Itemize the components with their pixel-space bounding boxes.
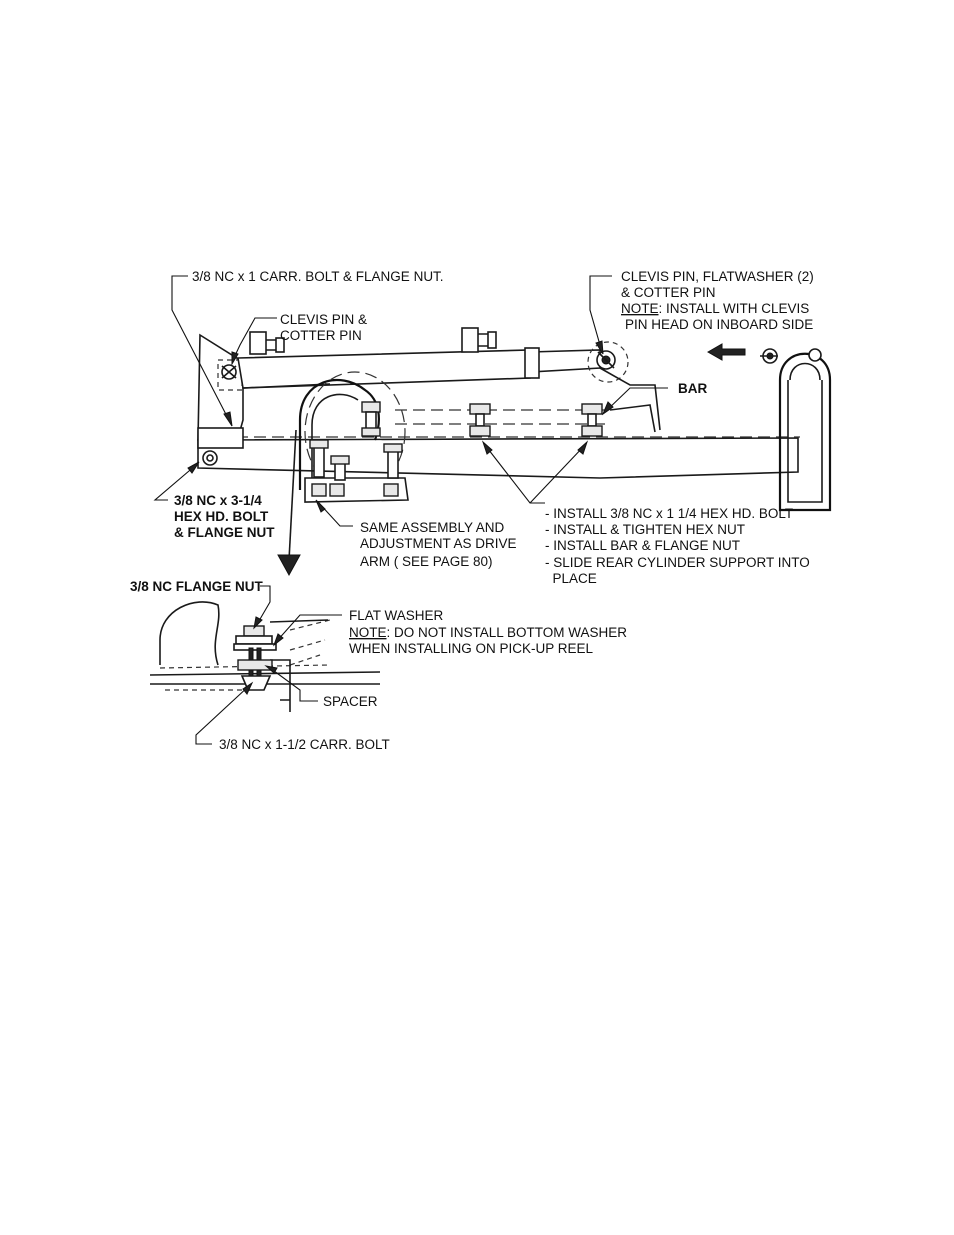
label-install-2: - INSTALL & TIGHTEN HEX NUT xyxy=(545,522,745,537)
note-label-right: NOTE xyxy=(621,301,659,316)
main-assembly xyxy=(197,327,832,512)
detail-dashed-angle xyxy=(289,619,331,666)
label-flat-washer: FLAT WASHER xyxy=(349,608,444,623)
upper-support-arm xyxy=(242,367,661,431)
label-clevis-right-2: & COTTER PIN xyxy=(621,285,716,300)
callouts: 3/8 NC x 1 CARR. BOLT & FLANGE NUT. CLEV… xyxy=(130,269,814,752)
label-flange-nut: 3/8 NC FLANGE NUT xyxy=(130,579,264,594)
bracket-nuts xyxy=(311,483,399,497)
rear-cylinder-support xyxy=(760,348,832,512)
label-clevis-right-1: CLEVIS PIN, FLATWASHER (2) xyxy=(621,269,814,284)
label-washer-note-2: WHEN INSTALLING ON PICK-UP REEL xyxy=(349,641,594,656)
upper-assembly-bolt xyxy=(361,401,381,437)
label-install-4: - SLIDE REAR CYLINDER SUPPORT INTO xyxy=(545,555,810,570)
label-hex-bolt-1: 3/8 NC x 3-1/4 xyxy=(174,493,262,508)
label-hex-bolt-3: & FLANGE NUT xyxy=(174,525,275,540)
bar-bolt-2 xyxy=(581,403,603,437)
label-same-assembly-1: SAME ASSEMBLY AND xyxy=(360,520,505,535)
cylinder-collar xyxy=(524,347,540,379)
label-clevis-right-note: NOTE: INSTALL WITH CLEVIS xyxy=(621,301,809,316)
label-install-3: - INSTALL BAR & FLANGE NUT xyxy=(545,538,740,553)
label-washer-note: NOTE: DO NOT INSTALL BOTTOM WASHER xyxy=(349,625,627,640)
label-same-assembly-3: ARM ( SEE PAGE 80) xyxy=(360,554,493,569)
leader-lines xyxy=(153,275,668,745)
label-same-assembly-2: ADJUSTMENT AS DRIVE xyxy=(360,536,517,551)
note-label-washer: NOTE xyxy=(349,625,387,640)
label-install-5: PLACE xyxy=(545,571,597,586)
note-text-right: : INSTALL WITH CLEVIS xyxy=(659,301,810,316)
label-clevis-left-2: COTTER PIN xyxy=(280,328,362,343)
drive-arm-loop xyxy=(298,378,380,490)
left-bracket-plate xyxy=(197,333,244,441)
detail-fastener xyxy=(233,625,277,691)
label-bar: BAR xyxy=(678,381,707,396)
label-carr-bolt-bottom: 3/8 NC x 1-1/2 CARR. BOLT xyxy=(219,737,390,752)
label-spacer: SPACER xyxy=(323,694,378,709)
label-carr-bolt-top: 3/8 NC x 1 CARR. BOLT & FLANGE NUT. xyxy=(192,269,444,284)
label-hex-bolt-2: HEX HD. BOLT xyxy=(174,509,269,524)
hydraulic-fitting-right xyxy=(461,327,497,353)
label-clevis-left-1: CLEVIS PIN & xyxy=(280,312,367,327)
bar-line xyxy=(609,404,656,433)
detail-arm-outline xyxy=(159,601,220,666)
clevis-pin-left xyxy=(221,364,237,380)
drive-arm-loop-inner xyxy=(311,393,359,488)
install-direction-arrow xyxy=(706,343,746,361)
bracket-bolt-1 xyxy=(309,439,329,478)
hex-bolt-left xyxy=(202,450,218,466)
detail-arrow xyxy=(277,429,301,577)
clevis-pin-right xyxy=(587,341,629,383)
detail-bracket xyxy=(269,619,329,712)
bar-bolt-1 xyxy=(469,403,491,437)
label-install-1: - INSTALL 3/8 NC x 1 1/4 HEX HD. BOLT xyxy=(545,506,793,521)
note-text-washer: : DO NOT INSTALL BOTTOM WASHER xyxy=(387,625,628,640)
detail-plate-line xyxy=(149,671,381,676)
bracket-bolt-3 xyxy=(383,443,403,479)
cylinder-body xyxy=(237,349,531,389)
main-beam xyxy=(197,437,799,479)
bracket-bolt-2 xyxy=(330,455,350,481)
highlight-dashed-oval xyxy=(304,371,406,493)
left-frame-block xyxy=(197,427,244,449)
hydraulic-fitting-left xyxy=(249,331,285,355)
label-clevis-right-4: PIN HEAD ON INBOARD SIDE xyxy=(625,317,813,332)
